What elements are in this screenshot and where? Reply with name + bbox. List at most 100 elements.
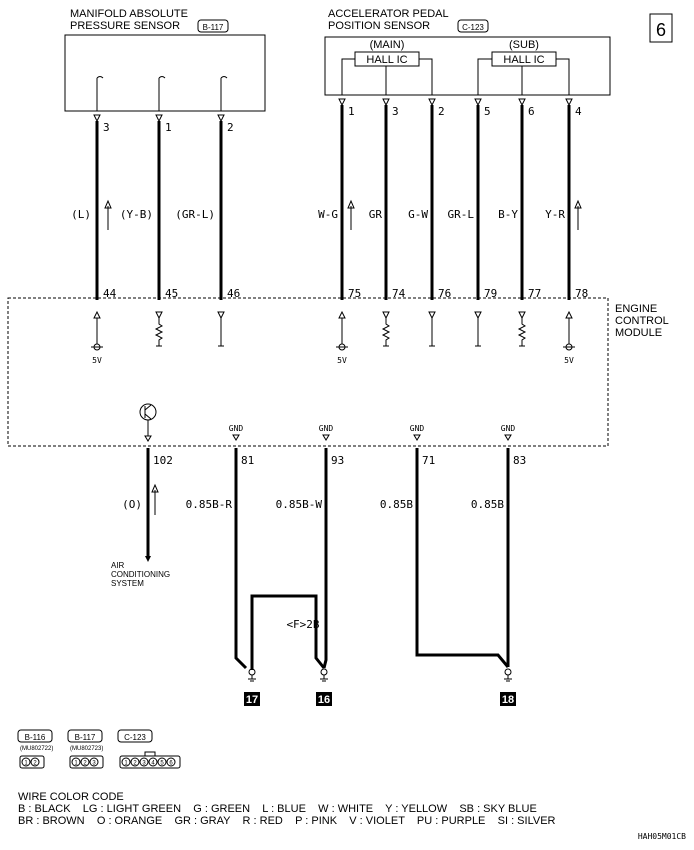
ecm-label-2: CONTROL (615, 315, 669, 327)
gnd-arrow-icon (232, 434, 240, 441)
map-terminal-hook (96, 76, 104, 79)
ecm-pin-label: 76 (438, 287, 451, 300)
gnd-arrow-icon (322, 434, 330, 441)
map-connector-id: B-117 (203, 23, 224, 32)
map-connector-badge (197, 19, 229, 33)
app-sensor-title-1: ACCELERATOR PEDAL (328, 8, 449, 20)
connector-pin-icon (89, 757, 99, 767)
app-connector-id: C-123 (462, 23, 484, 32)
resistor-icon (154, 318, 164, 346)
ground-number: 18 (502, 694, 514, 706)
ground-node-icon (320, 668, 328, 676)
terminal-arrow (338, 98, 346, 107)
input-arrow-icon (217, 311, 225, 320)
ecm-pin-label: 79 (484, 287, 497, 300)
lower-wire-color: 0.85B (380, 498, 413, 511)
connector-pin-icon (148, 757, 158, 767)
resistor-icon (517, 318, 527, 346)
ac-label-2: CONDITIONING (111, 570, 170, 579)
ground-box (316, 692, 332, 706)
ground-number: 17 (246, 694, 258, 706)
wire-color-label: (Y-B) (120, 208, 153, 221)
connector-id: B-117 (75, 733, 96, 742)
wire-color-label: G-W (408, 208, 428, 221)
supply-5v-label: 5V (337, 356, 347, 365)
wire-color-label: GR (369, 208, 383, 221)
lower-wire-color: 0.85B (471, 498, 504, 511)
signal-arrow-icon (104, 199, 112, 209)
ecm-pin-label: 45 (165, 287, 178, 300)
connector-note: <F>2B (286, 618, 319, 631)
connector-pin-icon (166, 757, 176, 767)
hall-sub-link-1 (477, 58, 492, 95)
connector-latch-icon (144, 751, 156, 757)
input-arrow-icon (565, 310, 573, 319)
connector-pin-number: 3 (142, 761, 146, 767)
terminal-arrow (217, 114, 225, 123)
connector-pin-number: 3 (92, 761, 96, 767)
terminal-arrow (93, 114, 101, 123)
lower-wire-color: (O) (122, 498, 142, 511)
connector-pin-number: 1 (74, 761, 78, 767)
ac-label-3: SYSTEM (111, 579, 144, 588)
input-arrow-icon (382, 311, 390, 320)
ecm-pin-label: 75 (348, 287, 361, 300)
gnd-label: GND (501, 424, 516, 433)
sensor-pin-label: 3 (103, 121, 110, 134)
wire-loop (250, 594, 326, 670)
ground-box (244, 692, 260, 706)
gnd-label: GND (319, 424, 334, 433)
sensor-pin-label: 2 (227, 121, 234, 134)
input-arrow-icon (474, 311, 482, 320)
wire-color-label: (L) (71, 208, 91, 221)
connector-pin-icon (121, 757, 131, 767)
connector-body-icon (69, 755, 104, 769)
upper-wires: 344(L)145(Y-B)246(GR-L)175W-G374GR276G-W… (71, 76, 588, 300)
connector-pin-number: 1 (124, 761, 128, 767)
page-number-box (649, 13, 673, 43)
wire-71 (415, 448, 510, 668)
connector-part-number: (MU802723) (70, 746, 103, 752)
color-code-line-2: BR : BROWN O : ORANGE GR : GRAY R : RED … (18, 815, 556, 827)
diagram-code: HAH05M01CB (638, 832, 686, 841)
ecm-label-3: MODULE (615, 327, 662, 339)
sensor-pin-label: 4 (575, 105, 582, 118)
connector-id-badge (17, 729, 53, 743)
input-arrow-icon (155, 311, 163, 320)
ecm-lower-pin-label: 83 (513, 454, 526, 467)
terminal-arrow (565, 98, 573, 107)
ecm-lower-pin-label: 102 (153, 454, 173, 467)
connector-body-icon (19, 755, 45, 769)
connector-pin-icon (157, 757, 167, 767)
main-label: (MAIN) (370, 39, 405, 51)
wire-color-label: GR-L (448, 208, 475, 221)
color-code-line-1: B : BLACK LG : LIGHT GREEN G : GREEN L :… (18, 803, 537, 815)
ground-box (500, 692, 516, 706)
connector-pin-number: 4 (151, 761, 155, 767)
ecm-lower-pin-label: 81 (241, 454, 254, 467)
connector-pin-number: 2 (133, 761, 137, 767)
map-sensor-title-1: MANIFOLD ABSOLUTE (70, 8, 188, 20)
connector-pin-icon (71, 757, 81, 767)
terminal-arrow (155, 114, 163, 123)
lower-wire-color: 0.85B-W (276, 498, 323, 511)
connector-pin-icon (21, 757, 31, 767)
ac-label-1: AIR (111, 561, 125, 570)
wire-color-label: B-Y (498, 208, 518, 221)
sensor-pin-label: 3 (392, 105, 399, 118)
ground-number: 16 (318, 694, 330, 706)
app-sensor-title-2: POSITION SENSOR (328, 20, 430, 32)
map-sensor-box (64, 34, 266, 112)
ground-node-icon (504, 668, 512, 676)
input-arrow-icon (338, 310, 346, 319)
connector-id-badge (117, 729, 153, 743)
color-code-title: WIRE COLOR CODE (18, 791, 124, 803)
connector-part-number: (MU802722) (20, 746, 53, 752)
signal-arrow-icon (347, 199, 355, 209)
lower-wire-color: 0.85B-R (186, 498, 233, 511)
connector-pin-number: 5 (160, 761, 164, 767)
